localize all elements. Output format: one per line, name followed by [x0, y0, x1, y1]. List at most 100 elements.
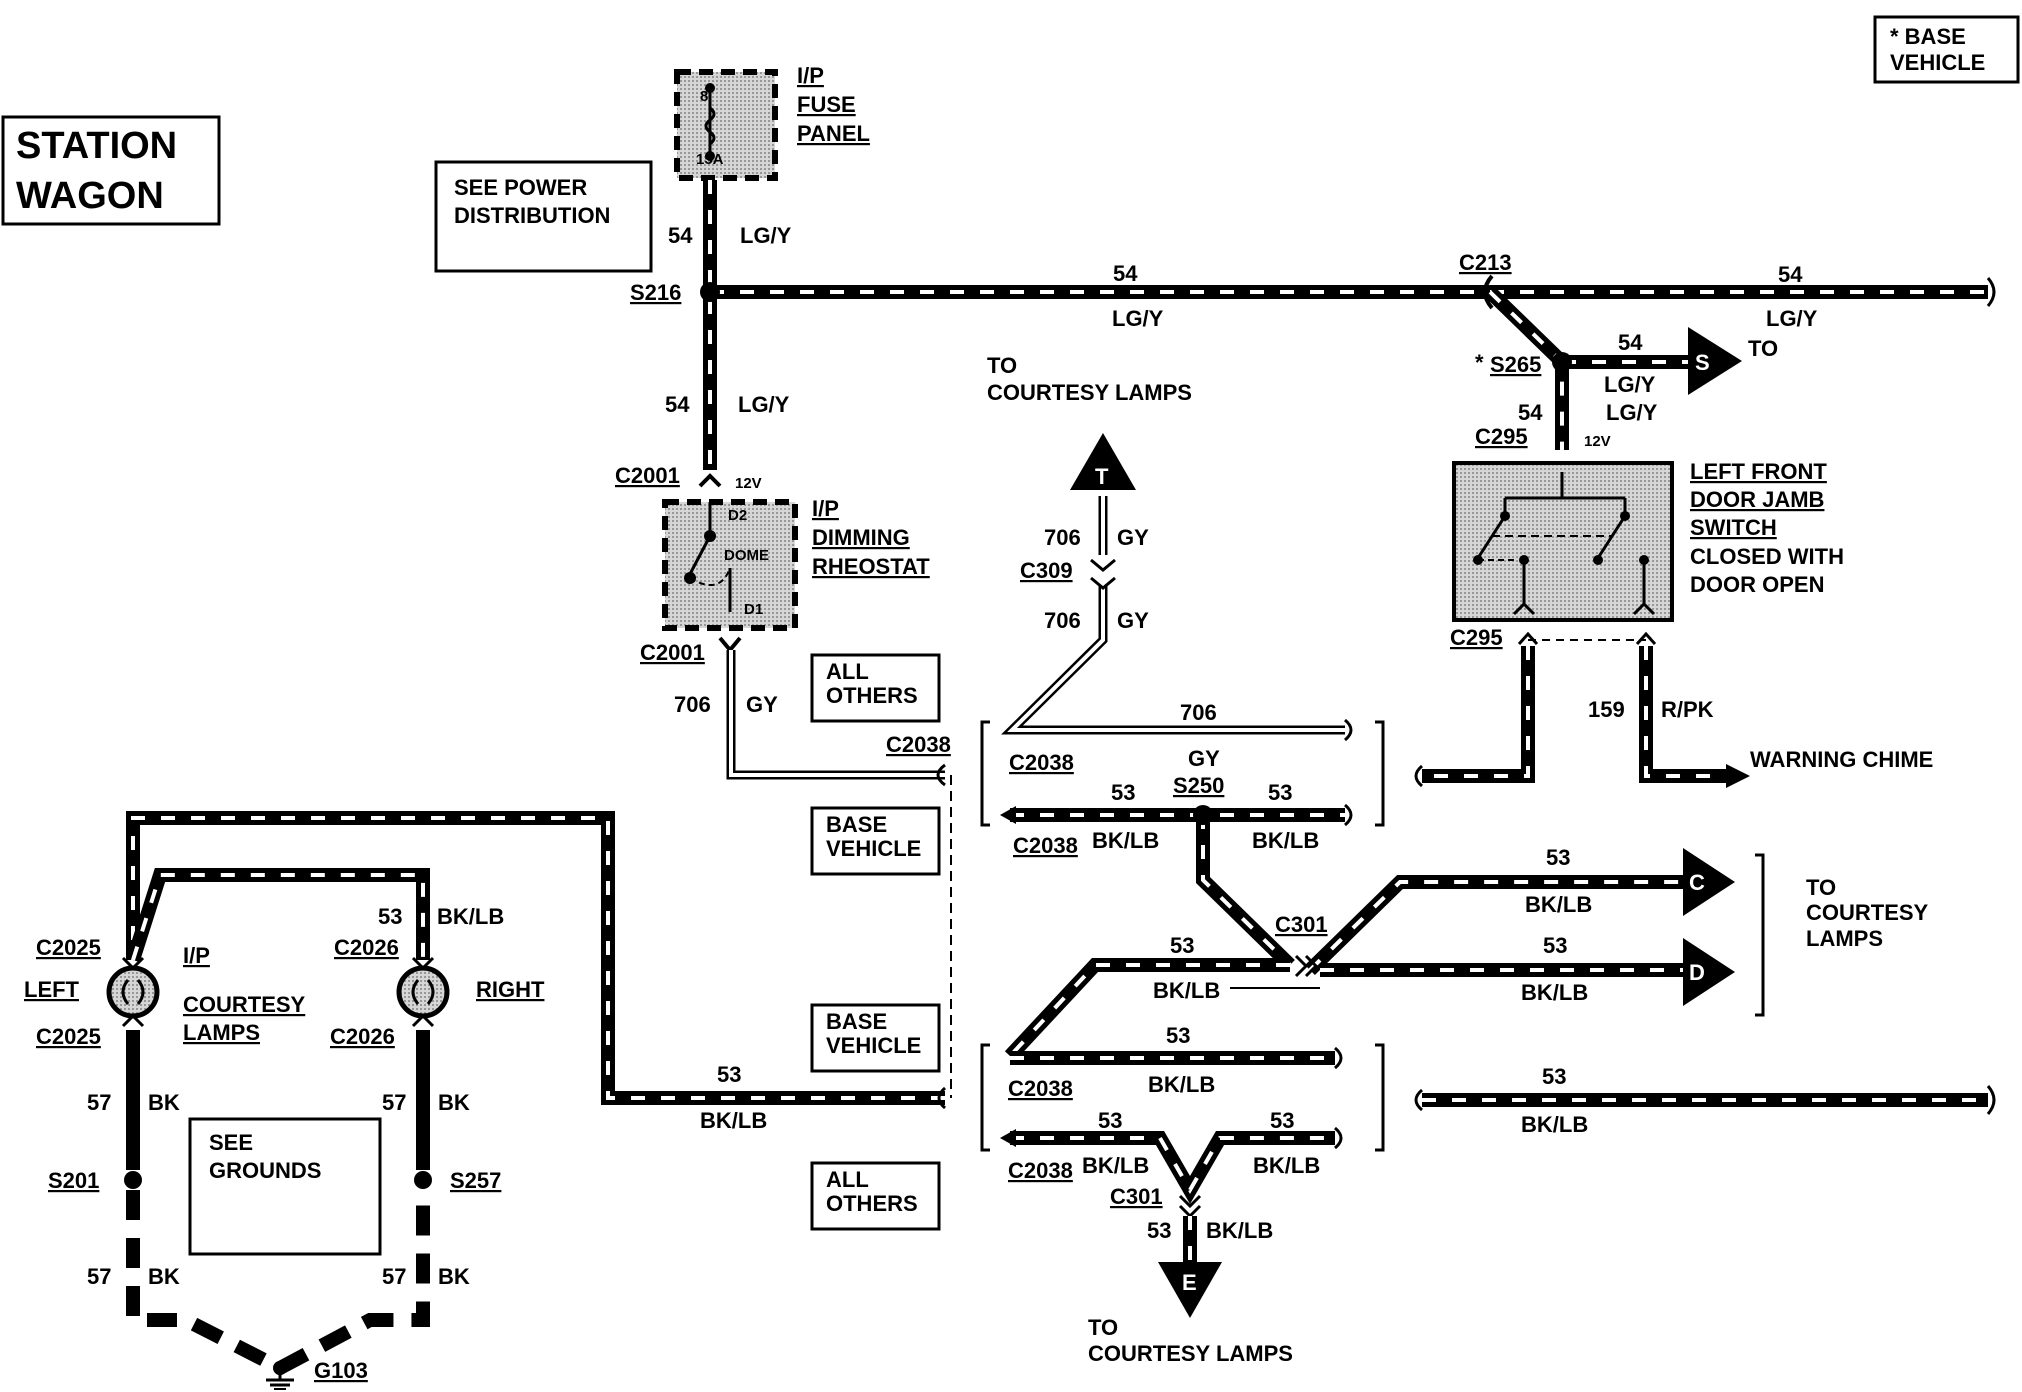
svg-text:LG/Y: LG/Y [738, 392, 790, 417]
see-grounds-box: SEE GROUNDS [188, 1117, 382, 1256]
svg-text:LG/Y: LG/Y [1606, 400, 1658, 425]
svg-text:BK/LB: BK/LB [700, 1108, 767, 1133]
svg-text:12V: 12V [1584, 433, 1611, 450]
base-vehicle-box-top: BASE VEHICLE [810, 806, 941, 876]
svg-text:57: 57 [382, 1264, 406, 1289]
svg-text:TO: TO [1748, 336, 1778, 361]
svg-text:54: 54 [668, 223, 693, 248]
svg-text:BK: BK [438, 1264, 470, 1289]
svg-text:53: 53 [1543, 933, 1567, 958]
svg-text:VEHICLE: VEHICLE [826, 1033, 921, 1058]
svg-text:TO: TO [987, 353, 1017, 378]
svg-text:I/P: I/P [812, 496, 839, 521]
svg-text:57: 57 [87, 1264, 111, 1289]
svg-text:LG/Y: LG/Y [1766, 306, 1818, 331]
svg-text:D: D [1689, 960, 1705, 985]
svg-text:ALL: ALL [826, 659, 869, 684]
svg-text:GROUNDS: GROUNDS [209, 1158, 321, 1183]
splice-s250 [1193, 805, 1213, 825]
svg-text:S265: S265 [1490, 352, 1541, 377]
connector-c309 [1090, 558, 1116, 590]
svg-text:53: 53 [1542, 1064, 1566, 1089]
svg-text:BK/LB: BK/LB [1148, 1072, 1215, 1097]
svg-text:BASE: BASE [826, 812, 887, 837]
wire-53-c301-branches [1004, 875, 1688, 1061]
svg-text:C2038: C2038 [886, 732, 951, 757]
svg-text:I/P: I/P [797, 63, 824, 88]
arrow-d [1683, 938, 1735, 1006]
svg-text:159: 159 [1588, 697, 1625, 722]
svg-text:C2038: C2038 [1008, 1158, 1073, 1183]
svg-text:C2038: C2038 [1008, 1076, 1073, 1101]
svg-text:VEHICLE: VEHICLE [826, 836, 921, 861]
fuse-rating: 15A [696, 151, 724, 168]
svg-text:53: 53 [1098, 1108, 1122, 1133]
svg-text:DOOR OPEN: DOOR OPEN [1690, 572, 1824, 597]
fuse-number: 8 [700, 88, 708, 105]
svg-text:53: 53 [1170, 933, 1194, 958]
svg-text:*: * [1475, 350, 1484, 375]
svg-text:C2025: C2025 [36, 935, 101, 960]
svg-text:TO: TO [1806, 875, 1836, 900]
svg-text:53: 53 [1166, 1023, 1190, 1048]
svg-text:54: 54 [1518, 400, 1543, 425]
ground-g103-icon [266, 1361, 294, 1390]
svg-text:SEE: SEE [209, 1130, 253, 1155]
svg-text:C: C [1689, 870, 1705, 895]
svg-text:53: 53 [378, 904, 402, 929]
svg-text:LAMPS: LAMPS [183, 1020, 260, 1045]
arrow-s [1688, 327, 1742, 395]
connector-c2038-bracket-bottom [980, 1043, 1996, 1265]
svg-text:S250: S250 [1173, 773, 1224, 798]
svg-text:C301: C301 [1110, 1184, 1163, 1209]
all-others-box-top: ALL OTHERS [810, 653, 941, 723]
svg-text:DOOR JAMB: DOOR JAMB [1690, 487, 1824, 512]
svg-text:C2001: C2001 [615, 463, 680, 488]
door-jamb-switch [1452, 460, 1674, 622]
svg-text:BK/LB: BK/LB [1082, 1153, 1149, 1178]
svg-text:FUSE: FUSE [797, 92, 856, 117]
svg-text:GY: GY [1117, 608, 1149, 633]
splice-s257 [414, 1171, 432, 1189]
svg-text:BK/LB: BK/LB [1206, 1218, 1273, 1243]
svg-text:LEFT: LEFT [24, 977, 80, 1002]
svg-text:DISTRIBUTION: DISTRIBUTION [454, 203, 610, 228]
connector-c213 [1483, 274, 1494, 310]
svg-text:53: 53 [1147, 1218, 1171, 1243]
svg-text:COURTESY: COURTESY [1806, 900, 1929, 925]
svg-text:C213: C213 [1459, 250, 1512, 275]
wire-53-lamp-loop [126, 811, 947, 1110]
svg-text:SEE POWER: SEE POWER [454, 175, 587, 200]
svg-text:706: 706 [1044, 608, 1081, 633]
svg-text:BK: BK [438, 1090, 470, 1115]
svg-text:53: 53 [1268, 780, 1292, 805]
arrow-t [1070, 433, 1136, 490]
all-others-box-bottom: ALL OTHERS [810, 1161, 941, 1231]
svg-text:LAMPS: LAMPS [1806, 926, 1883, 951]
svg-text:DIMMING: DIMMING [812, 525, 910, 550]
svg-text:53: 53 [1270, 1108, 1294, 1133]
wagon-label: WAGON [16, 175, 164, 217]
arrow-e [1158, 1262, 1222, 1318]
svg-text:12V: 12V [735, 475, 762, 492]
base-vehicle-note-box: * BASE VEHICLE [1873, 15, 2020, 84]
svg-text:53: 53 [717, 1062, 741, 1087]
svg-text:GY: GY [746, 692, 778, 717]
svg-text:BK/LB: BK/LB [1153, 978, 1220, 1003]
svg-text:S216: S216 [630, 280, 681, 305]
svg-text:C295: C295 [1475, 424, 1528, 449]
svg-text:OTHERS: OTHERS [826, 683, 918, 708]
svg-text:D1: D1 [744, 601, 763, 618]
svg-text:DOME: DOME [724, 547, 769, 564]
see-power-box: SEE POWER DISTRIBUTION [434, 160, 653, 273]
svg-text:LG/Y: LG/Y [1112, 306, 1164, 331]
svg-text:BK/LB: BK/LB [1253, 1153, 1320, 1178]
svg-text:* BASE: * BASE [1890, 24, 1966, 49]
svg-text:GY: GY [1188, 746, 1220, 771]
svg-text:S257: S257 [450, 1168, 501, 1193]
svg-text:BK: BK [148, 1090, 180, 1115]
ip-fuse-panel: 8 15A [674, 69, 778, 181]
svg-text:54: 54 [665, 392, 690, 417]
svg-text:BK/LB: BK/LB [1521, 980, 1588, 1005]
